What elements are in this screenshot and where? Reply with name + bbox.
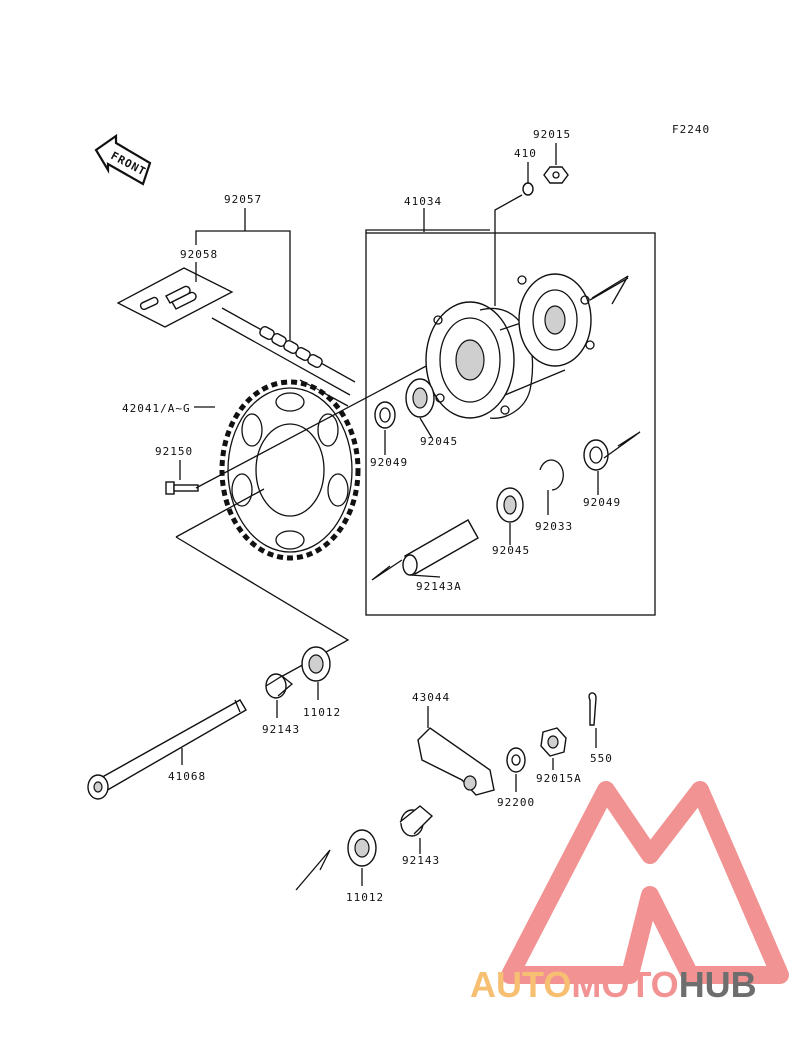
- circlip-92033-icon: [539, 459, 564, 491]
- hub-41034-icon: [425, 273, 595, 419]
- collar-92143-upper-icon: [265, 673, 294, 699]
- label-92143A: 92143A: [416, 580, 462, 593]
- watermark-auto: AUTO: [470, 964, 571, 1005]
- label-410: 410: [514, 147, 537, 160]
- spacer-92143A-icon: [402, 519, 479, 576]
- label-11012-lower: 11012: [346, 891, 384, 904]
- label-43044: 43044: [412, 691, 450, 704]
- label-92045-upper: 92045: [420, 435, 458, 448]
- chain-adjuster-43044-icon: [417, 727, 495, 796]
- washer-92200-icon: [506, 747, 526, 773]
- label-92033: 92033: [535, 520, 573, 533]
- seal-92049-right-icon: [583, 439, 609, 471]
- chain-92057-icon: [211, 307, 356, 407]
- nut-92015A-icon: [540, 727, 567, 757]
- collar-11012-upper-icon: [301, 646, 331, 682]
- cotter-pin-550-icon: [588, 692, 597, 726]
- front-arrow-icon: FRONT: [94, 133, 152, 186]
- label-92049-left: 92049: [370, 456, 408, 469]
- collar-11012-lower-icon: [347, 829, 377, 867]
- washer-410-icon: [522, 182, 534, 196]
- hub-assembly-frame: [365, 232, 656, 616]
- sprocket-42041-icon: [219, 379, 361, 561]
- seal-92049-left-icon: [374, 401, 396, 429]
- watermark-moto: MOTO: [571, 964, 678, 1005]
- label-41068: 41068: [168, 770, 206, 783]
- label-92143-upper: 92143: [262, 723, 300, 736]
- label-550: 550: [590, 752, 613, 765]
- label-11012-upper: 11012: [303, 706, 341, 719]
- bearing-92045-upper-icon: [405, 378, 435, 418]
- label-92057: 92057: [224, 193, 262, 206]
- watermark-hub: HUB: [679, 964, 757, 1005]
- bolt-92150-icon: [165, 481, 199, 495]
- label-92049-right: 92049: [583, 496, 621, 509]
- label-92045-lower: 92045: [492, 544, 530, 557]
- svg-text:AUTOMOTOHUB: AUTOMOTOHUB: [470, 964, 757, 1005]
- label-92150: 92150: [155, 445, 193, 458]
- figure-code: F2240: [672, 123, 710, 136]
- label-92015A: 92015A: [536, 772, 582, 785]
- label-92200: 92200: [497, 796, 535, 809]
- axle-41068-icon: [87, 699, 247, 800]
- automotohub-watermark-logo: AUTOMOTOHUB: [470, 781, 789, 1005]
- label-42041: 42041/A~G: [122, 402, 191, 415]
- label-41034: 41034: [404, 195, 442, 208]
- label-92058: 92058: [180, 248, 218, 261]
- nut-92015-icon: [543, 166, 569, 184]
- bearing-92045-lower-icon: [496, 487, 524, 523]
- label-92015: 92015: [533, 128, 571, 141]
- chain-joint-92058-icon: [116, 267, 234, 328]
- collar-92143-lower-icon: [399, 805, 434, 837]
- label-92143-lower: 92143: [402, 854, 440, 867]
